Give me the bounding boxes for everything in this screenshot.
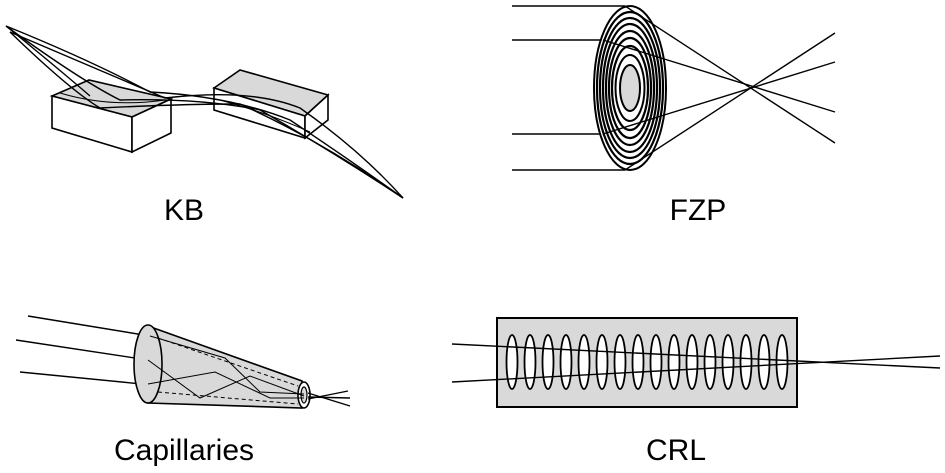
crl-lens	[739, 334, 753, 390]
capillary-exit-rays	[307, 390, 351, 407]
crl-lens	[631, 334, 645, 390]
crl-lens	[721, 334, 735, 390]
capillary-tube	[133, 324, 311, 409]
capillary-incoming-rays	[15, 315, 151, 385]
crl-lens	[613, 334, 627, 390]
crl-label: CRL	[646, 434, 706, 467]
fzp-label: FZP	[670, 194, 727, 227]
fzp-zone-plate	[593, 5, 667, 171]
crl-lens	[541, 334, 555, 390]
kb-rays	[5, 25, 404, 199]
kb-mirror-1	[49, 79, 174, 154]
crl-rays	[451, 343, 941, 383]
kb-label: KB	[164, 194, 204, 227]
kb-panel: KB	[5, 25, 404, 227]
crl-lens	[775, 334, 789, 390]
fzp-panel: FZP	[512, 5, 836, 227]
crl-lens	[523, 334, 537, 390]
crl-lens	[685, 334, 699, 390]
crl-lens	[595, 334, 609, 390]
crl-lens	[577, 334, 591, 390]
crl-lens	[649, 334, 663, 390]
crl-panel: CRL	[451, 317, 941, 467]
fzp-incoming-rays	[512, 5, 625, 171]
capillary-internal-rays	[147, 335, 305, 399]
crl-lens	[559, 334, 573, 390]
crl-lens	[505, 334, 519, 390]
crl-lens	[703, 334, 717, 390]
crl-lens	[667, 334, 681, 390]
crl-lens	[757, 334, 771, 390]
capillaries-panel: Capillaries	[15, 315, 351, 467]
capillaries-label: Capillaries	[114, 434, 254, 467]
fzp-focused-rays	[602, 5, 836, 171]
